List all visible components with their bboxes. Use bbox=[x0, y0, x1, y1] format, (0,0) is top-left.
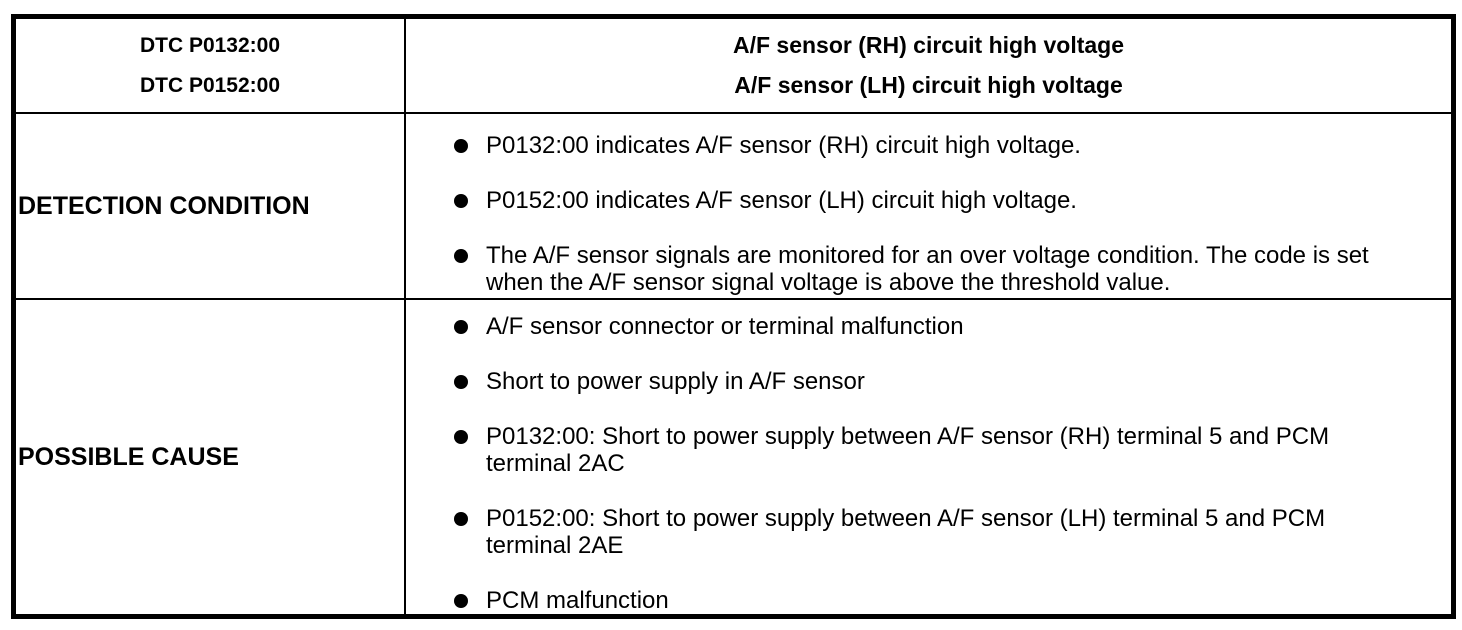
bullet-text: PCM malfunction bbox=[486, 587, 669, 614]
list-item: P0132:00 indicates A/F sensor (RH) circu… bbox=[454, 132, 1443, 159]
bullet-text: P0152:00 indicates A/F sensor (LH) circu… bbox=[486, 187, 1077, 214]
bullet-text: P0132:00: Short to power supply between … bbox=[486, 423, 1330, 477]
dtc-code-p0132: DTC P0132:00 bbox=[139, 33, 281, 57]
detection-condition-content-cell: P0132:00 indicates A/F sensor (RH) circu… bbox=[404, 114, 1451, 300]
bullet-icon bbox=[454, 249, 468, 263]
dtc-code-p0152: DTC P0152:00 bbox=[139, 74, 281, 98]
bullet-icon bbox=[454, 375, 468, 389]
bullet-text: Short to power supply in A/F sensor bbox=[486, 368, 865, 395]
list-item: PCM malfunction bbox=[454, 587, 1443, 614]
possible-cause-label: POSSIBLE CAUSE bbox=[18, 443, 239, 471]
list-item: The A/F sensor signals are monitored for… bbox=[454, 242, 1443, 296]
list-item: A/F sensor connector or terminal malfunc… bbox=[454, 313, 1443, 340]
dtc-description-rh: A/F sensor (RH) circuit high voltage bbox=[732, 31, 1125, 58]
bullet-icon bbox=[454, 139, 468, 153]
dtc-code-cell: DTC P0132:00 DTC P0152:00 bbox=[16, 19, 404, 114]
dtc-description-lh: A/F sensor (LH) circuit high voltage bbox=[734, 72, 1123, 99]
list-item: Short to power supply in A/F sensor bbox=[454, 368, 1443, 395]
bullet-text: P0132:00 indicates A/F sensor (RH) circu… bbox=[486, 132, 1081, 159]
table-row-possible-cause: POSSIBLE CAUSE A/F sensor connector or t… bbox=[16, 300, 1451, 614]
possible-cause-content-cell: A/F sensor connector or terminal malfunc… bbox=[404, 300, 1451, 614]
list-item: P0152:00: Short to power supply between … bbox=[454, 505, 1443, 559]
bullet-icon bbox=[454, 594, 468, 608]
possible-cause-bullet-list: A/F sensor connector or terminal malfunc… bbox=[406, 300, 1451, 614]
list-item: P0132:00: Short to power supply between … bbox=[454, 423, 1443, 477]
detection-condition-bullet-list: P0132:00 indicates A/F sensor (RH) circu… bbox=[406, 114, 1451, 296]
table-row-header: DTC P0132:00 DTC P0152:00 A/F sensor (RH… bbox=[16, 19, 1451, 114]
detection-condition-label: DETECTION CONDITION bbox=[18, 192, 310, 220]
bullet-text: The A/F sensor signals are monitored for… bbox=[486, 242, 1369, 296]
possible-cause-label-cell: POSSIBLE CAUSE bbox=[16, 300, 404, 614]
bullet-icon bbox=[454, 430, 468, 444]
bullet-icon bbox=[454, 194, 468, 208]
list-item: P0152:00 indicates A/F sensor (LH) circu… bbox=[454, 187, 1443, 214]
bullet-text: P0152:00: Short to power supply between … bbox=[486, 505, 1326, 559]
bullet-icon bbox=[454, 320, 468, 334]
dtc-table: DTC P0132:00 DTC P0152:00 A/F sensor (RH… bbox=[11, 14, 1456, 619]
table-row-detection-condition: DETECTION CONDITION P0132:00 indicates A… bbox=[16, 114, 1451, 300]
dtc-description-cell: A/F sensor (RH) circuit high voltage A/F… bbox=[404, 19, 1451, 114]
bullet-icon bbox=[454, 512, 468, 526]
bullet-text: A/F sensor connector or terminal malfunc… bbox=[486, 313, 964, 340]
detection-condition-label-cell: DETECTION CONDITION bbox=[16, 114, 404, 300]
